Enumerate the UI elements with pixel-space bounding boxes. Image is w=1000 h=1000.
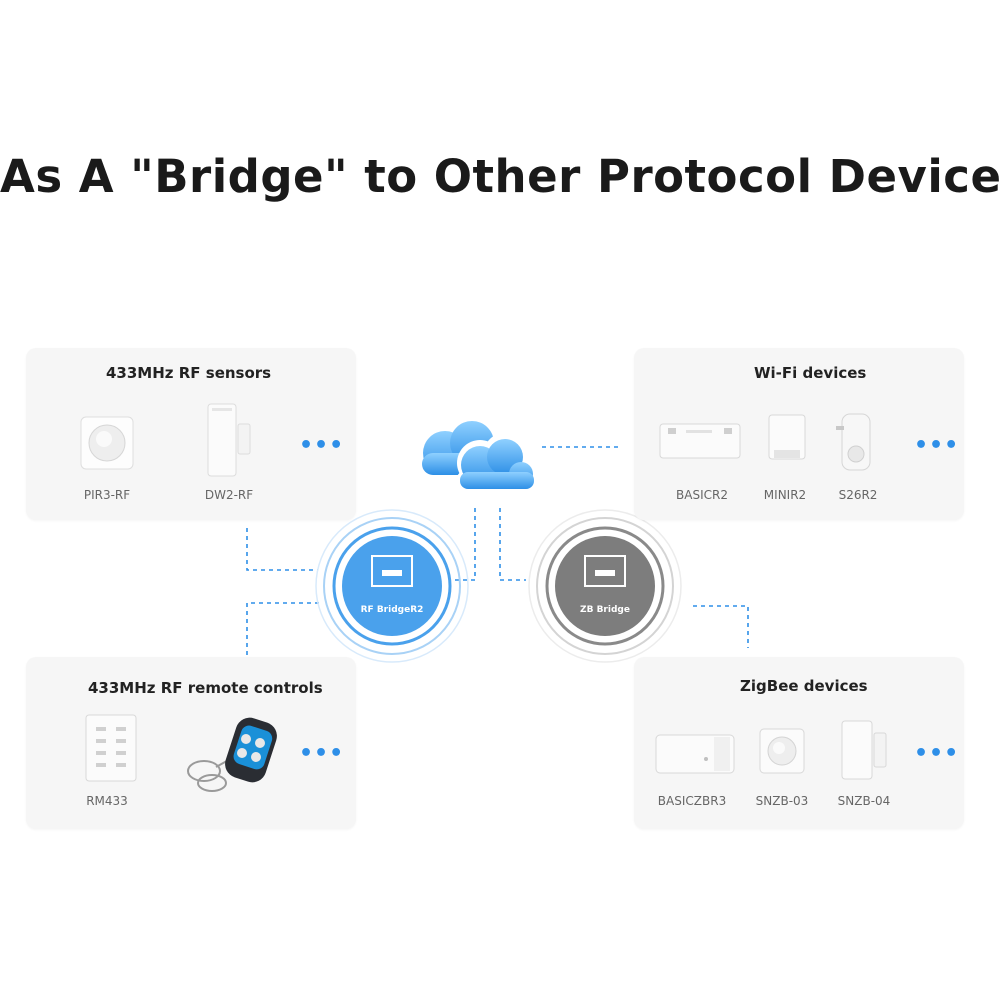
card-rf-sensors: 433MHz RF sensors ••• PIR3-RF DW2-RF [26,348,356,520]
device-label: BASICR2 [676,488,728,502]
more-dots-icon: ••• [914,433,960,458]
line-cloud-zb [499,508,526,581]
snzb04-door-icon [841,720,887,780]
cloud-icon [422,421,538,493]
minir2-icon [768,414,806,460]
door-sensor-icon [207,403,251,477]
more-dots-icon: ••• [299,433,345,458]
basiczbr3-icon [655,734,735,774]
line-rf-remotes [246,602,322,655]
card-title: 433MHz RF sensors [106,364,272,382]
card-rf-remotes: 433MHz RF remote controls ••• RM433 [26,657,356,829]
card-wifi-devices: Wi-Fi devices ••• BASICR2 MINIR2 S26R2 [634,348,964,520]
rm433-remote-icon [85,714,137,782]
zb-bridge-hub: ZB Bridge [528,509,682,663]
rf-hub-label: RF BridgeR2 [361,605,424,615]
line-zb-zigbee [693,605,749,648]
card-title: ZigBee devices [740,677,868,695]
device-label: BASICZBR3 [657,794,727,808]
card-title: Wi-Fi devices [754,364,867,382]
rf-bridge-hub: RF BridgeR2 [315,509,469,663]
line-rf-sensors [246,528,318,571]
device-label: DW2-RF [204,488,254,502]
s26r2-plug-icon [836,413,871,471]
card-zigbee-devices: ZigBee devices ••• BASICZBR3 SNZB-03 SNZ… [634,657,964,829]
device-label: RM433 [86,794,128,808]
device-label: PIR3-RF [83,488,131,502]
page-title: As A "Bridge" to Other Protocol Devices [0,150,1000,203]
pir-sensor-icon [80,416,134,470]
line-cloud-rf [455,508,476,581]
device-label: S26R2 [838,488,878,502]
more-dots-icon: ••• [914,741,960,766]
keyfob-remote-icon [187,717,277,792]
device-label: SNZB-04 [837,794,891,808]
device-label: SNZB-03 [755,794,809,808]
rf-hub-device-icon [371,555,413,587]
snzb03-motion-icon [759,728,805,774]
device-label: MINIR2 [763,488,807,502]
basicr2-icon [659,423,741,459]
zb-hub-label: ZB Bridge [580,605,630,615]
more-dots-icon: ••• [299,741,345,766]
card-title: 433MHz RF remote controls [88,679,323,697]
zb-hub-device-icon [584,555,626,587]
